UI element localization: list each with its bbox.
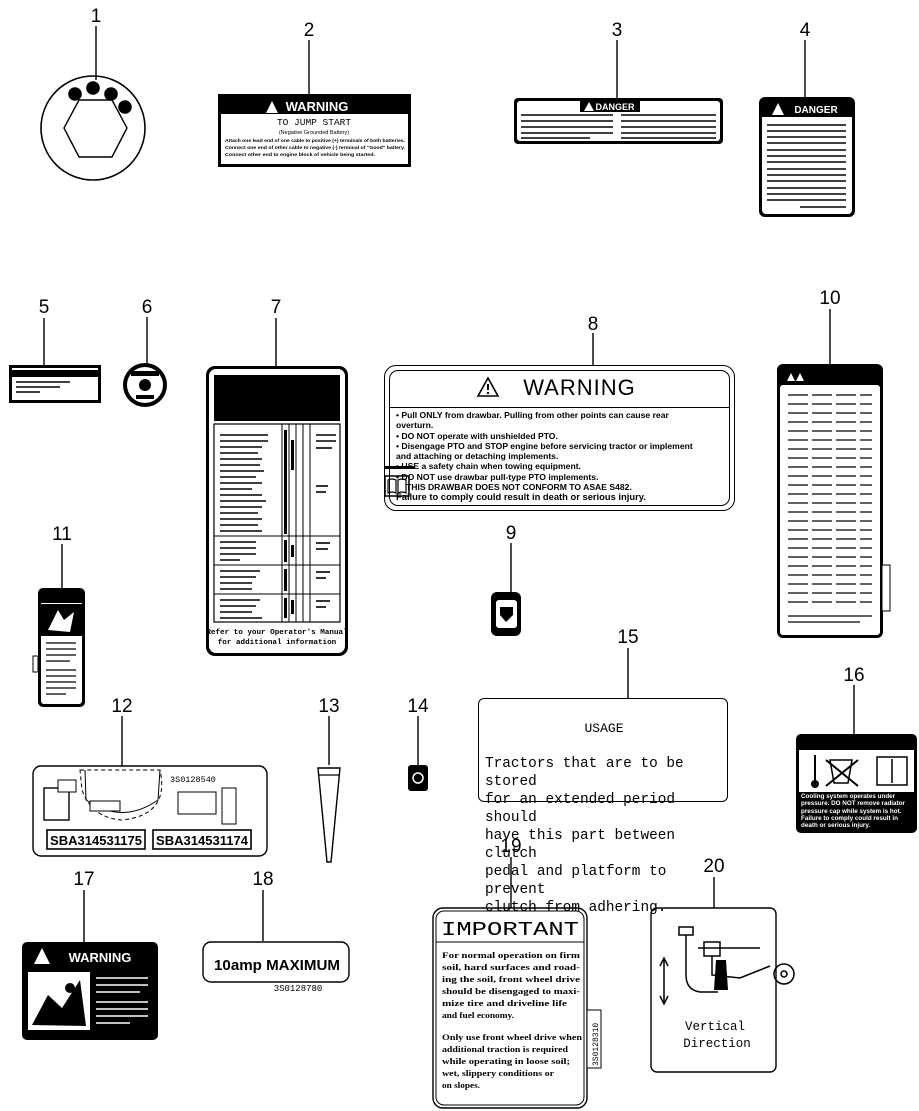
decal-8-frame	[384, 365, 735, 511]
decal-19-part: 3S0128310	[592, 1023, 601, 1066]
decal-19-line: Only use front wheel drive when	[442, 1033, 582, 1042]
decal-17-header: WARNING	[69, 950, 132, 965]
decal-19-line: For normal operation on firm	[442, 951, 580, 960]
decal-8-footer: Failure to comply could result in death …	[396, 491, 646, 503]
decal-5-label	[9, 365, 101, 403]
decal-12-filter-label: 3S0128540 SBA314531175 SBA314531174	[32, 765, 268, 857]
callout-20: 20	[703, 856, 724, 877]
decal-16-cooling-warning: Cooling system operates under pressure. …	[796, 734, 917, 833]
decal-19-line: ing the soil, front wheel drive	[442, 975, 580, 984]
callout-17: 17	[73, 869, 94, 890]
decal-15-heading: USAGE	[584, 721, 624, 736]
decal-2-line-3: Connect other end to engine block of veh…	[225, 152, 375, 157]
decal-15-usage: USAGE Tractors that are to be stored for…	[478, 698, 728, 916]
callout-7: 7	[271, 297, 282, 318]
decal-19-line: while operating in loose soil;	[442, 1057, 570, 1066]
decal-19-header: IMPORTANT	[441, 919, 579, 941]
decal-19-line: should be disengaged to maxi-	[442, 987, 580, 996]
decal-2-jump-start: WARNING TO JUMP START (Negative Grounded…	[218, 94, 411, 167]
decal-15-body: Tractors that are to be stored for an ex…	[485, 756, 684, 916]
decal-8-item: • DO NOT use drawbar pull-type PTO imple…	[396, 471, 599, 482]
decal-18-part: 3S0128780	[274, 984, 323, 994]
decal-12-part-top: 3S0128540	[170, 775, 216, 785]
decal-8-item: • USE a safety chain when towing equipme…	[396, 461, 701, 471]
decal-8-item: • Pull ONLY from drawbar. Pulling from o…	[396, 410, 669, 431]
decal-19-line: soil, hard surfaces and road-	[442, 963, 580, 972]
manual-book-icon	[384, 475, 410, 497]
decal-2-subtitle: (Negative Grounded Battery)	[279, 130, 349, 136]
decal-2-line-1: Attach one lead end of one cable to posi…	[225, 138, 405, 143]
decal-7-footer-2: for additional information	[218, 639, 337, 647]
decal-19-line: on slopes.	[442, 1081, 480, 1090]
callout-19: 19	[500, 836, 521, 857]
decal-13-tapered-strip	[317, 767, 341, 863]
callout-15: 15	[617, 627, 638, 648]
decal-8-notice: THIS DRAWBAR DOES NOT CONFORM TO ASAE S4…	[406, 482, 632, 493]
decal-20-line-1: Vertical	[685, 1020, 745, 1034]
decal-2-header: WARNING	[286, 99, 349, 114]
decal-2-line-2: Connect one end of other cable to negati…	[225, 145, 405, 150]
decal-8-item: • Disengage PTO and STOP engine before s…	[396, 440, 693, 462]
decal-7-footer-1: Refer to your Operator's Manual	[206, 629, 348, 637]
callout-9: 9	[506, 523, 517, 544]
decal-8-item: • DO NOT operate with unshielded PTO.	[396, 430, 558, 441]
decal-19-line: wet, slippery conditions or	[442, 1069, 554, 1078]
decal-7-maintenance-chart: Refer to your Operator's Manual for addi…	[206, 366, 348, 656]
decal-8-item-text: Pull ONLY from drawbar. Pulling from oth…	[396, 410, 669, 431]
callout-10: 10	[819, 288, 840, 309]
decal-18-label: 10amp MAXIMUM	[214, 957, 340, 974]
callout-16: 16	[843, 665, 864, 686]
callout-12: 12	[111, 696, 132, 717]
callout-2: 2	[304, 20, 315, 41]
decal-1-switch-plate	[40, 75, 146, 181]
callout-14: 14	[407, 696, 429, 717]
decal-3-danger: DANGER	[514, 98, 723, 144]
decal-20-vertical-direction: Vertical Direction	[650, 907, 795, 1073]
decal-8-item-text: DO NOT use drawbar pull-type PTO impleme…	[401, 471, 599, 482]
decal-19-line: mize tire and driveline life	[442, 999, 567, 1008]
decal-8-item-text: Disengage PTO and STOP engine before ser…	[396, 440, 693, 462]
callout-13: 13	[318, 696, 339, 717]
warning-triangle-icon	[476, 376, 500, 397]
callout-5: 5	[39, 297, 50, 318]
decal-9-pictogram	[491, 592, 521, 636]
decal-8-part-mark	[384, 466, 414, 469]
decal-8-list: • Pull ONLY from drawbar. Pulling from o…	[396, 410, 701, 503]
callout-18: 18	[252, 869, 273, 890]
decal-4-header: DANGER	[794, 105, 838, 116]
callout-numbers: 1 2 3 4 5 6 7 8 10 11 9 15 16 12 13 14 1…	[39, 6, 865, 890]
decal-8-drawbar-warning: WARNING • Pull ONLY from drawbar. Pullin…	[384, 365, 735, 511]
callout-11: 11	[52, 524, 72, 545]
decal-12-part-left: SBA314531175	[50, 833, 142, 848]
decal-10-tall	[777, 364, 891, 638]
callout-6: 6	[142, 297, 153, 318]
decal-12-part-right: SBA314531174	[156, 833, 249, 848]
decal-8-inner-frame	[389, 370, 730, 506]
callout-4: 4	[800, 20, 811, 41]
decal-6-round-label	[123, 363, 167, 407]
decal-8-item-text: DO NOT operate with unshielded PTO.	[401, 430, 558, 441]
decal-2-title: TO JUMP START	[277, 117, 351, 128]
callout-8: 8	[588, 314, 599, 335]
decal-8-item-text: USE a safety chain when towing equipment…	[401, 461, 581, 472]
decal-11-narrow	[32, 588, 85, 707]
decal-19-important: IMPORTANT For normal operation on firm s…	[432, 907, 602, 1109]
decal-19-line: additional traction is required	[442, 1045, 568, 1054]
decal-18-fuse-label: 10amp MAXIMUM 3S0128780	[202, 941, 350, 994]
decal-8-header: WARNING	[523, 375, 636, 400]
decal-16-text: Cooling system operates under pressure. …	[801, 793, 905, 830]
decal-3-header: DANGER	[595, 102, 635, 112]
callout-1: 1	[91, 6, 102, 27]
decal-20-line-2: Direction	[683, 1037, 751, 1051]
decal-17-warning: WARNING	[22, 942, 158, 1040]
callout-3: 3	[612, 20, 623, 41]
decal-14-small-square	[408, 765, 428, 791]
decal-19-line: and fuel economy.	[442, 1011, 514, 1020]
decal-4-danger: DANGER	[759, 97, 855, 217]
